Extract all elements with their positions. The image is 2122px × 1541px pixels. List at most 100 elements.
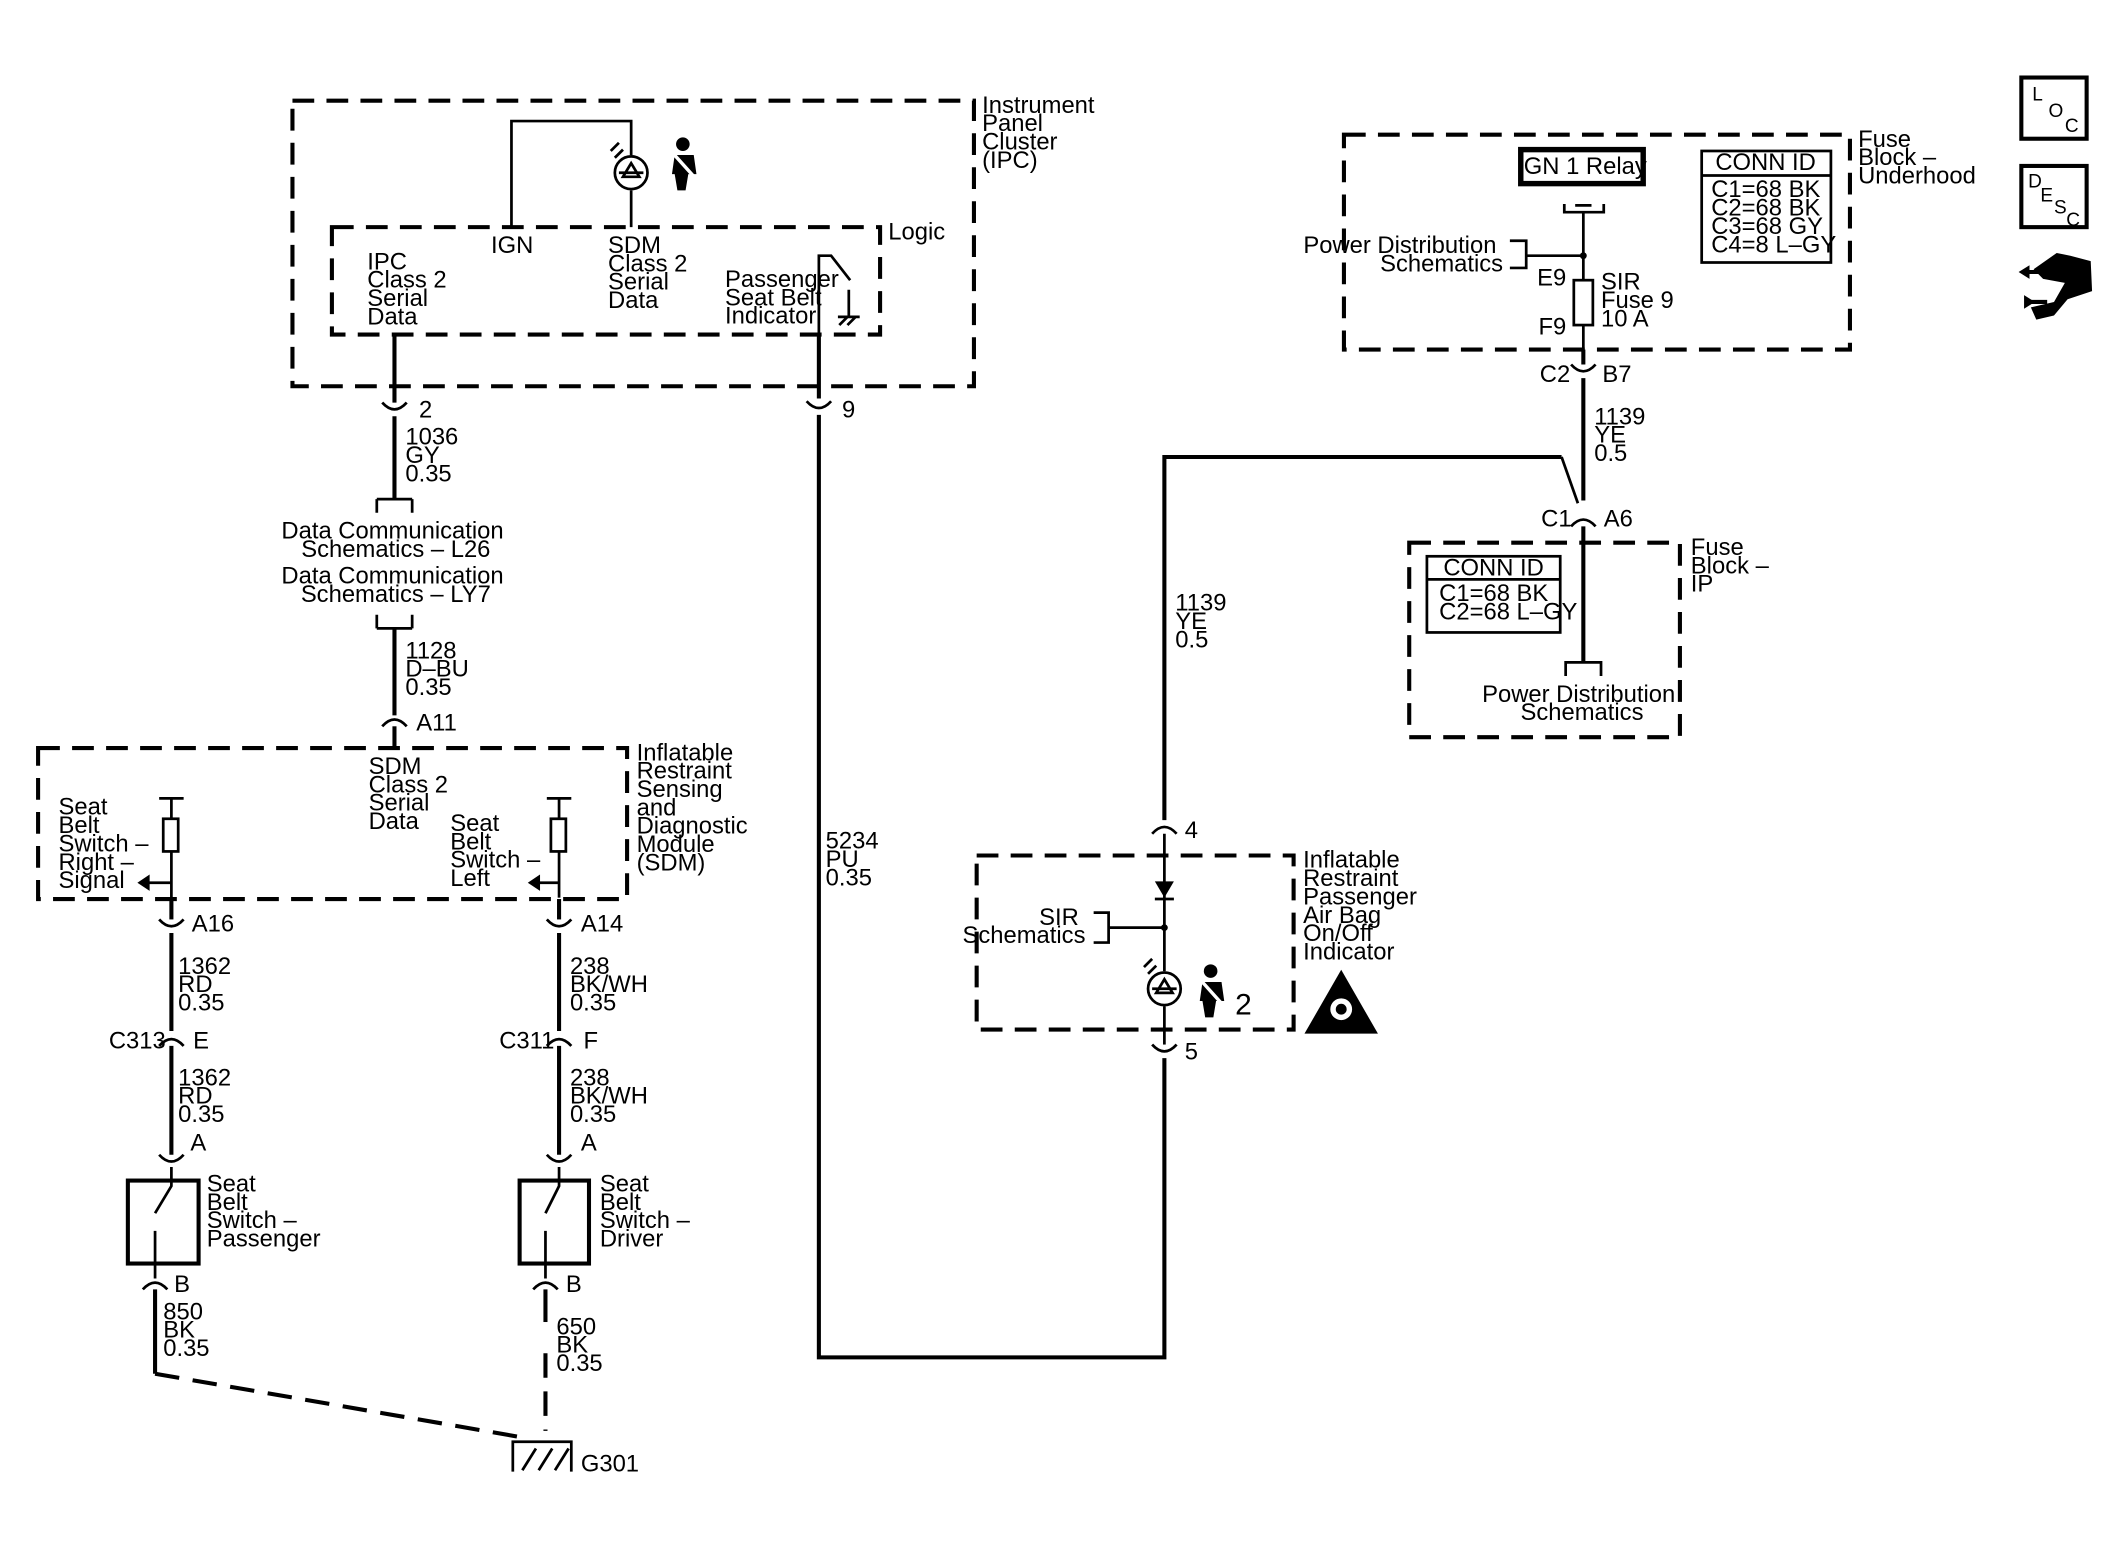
c313-label: C313 (109, 1028, 166, 1055)
pin-5-label: 5 (1185, 1039, 1198, 1066)
pin-a6-label: A6 (1604, 505, 1633, 532)
wire-1139a-label: 1139 YE 0.5 (1594, 403, 1652, 467)
connector-a14 (545, 918, 573, 928)
ipc-module: Instrument Panel Cluster (IPC) Logic IGN… (290, 92, 1101, 389)
pin-c2-label: C2 (1540, 361, 1570, 388)
svg-text:E: E (2040, 185, 2053, 206)
ground-g301-icon (511, 1440, 573, 1472)
fuse-block-underhood: Fuse Block – Underhood IGN 1 Relay CONN … (1303, 126, 1976, 352)
pin-a16-label: A16 (192, 911, 234, 938)
ign1-relay-label: IGN 1 Relay (1517, 153, 1647, 180)
connector-c2-b7 (1570, 363, 1597, 373)
connector-view-icon[interactable] (2018, 252, 2093, 320)
fuse-ip-title: Fuse Block – IP (1691, 534, 1776, 598)
sdm-right-resistor-icon (137, 797, 184, 898)
underhood-power-dist-label: Power Distribution Schematics (1303, 232, 1503, 277)
wire-1036-label: 1036 GY 0.35 (405, 424, 465, 488)
data-comm-l26: Data Communication Schematics – L26 (281, 518, 510, 563)
ip-power-dist-label: Power Distribution Schematics (1482, 681, 1682, 726)
airbag-lamp-icon (1143, 957, 1183, 1007)
connector-a16 (158, 918, 185, 928)
sir-fuse-label: SIR Fuse 9 10 A (1601, 269, 1680, 333)
sdm-title: Inflatable Restraint Sensing and Diagnos… (637, 739, 755, 876)
wire-650-label: 650 BK 0.35 (556, 1313, 602, 1377)
seat-belt-person-icon (671, 137, 700, 191)
pin-a-driver-label: A (581, 1130, 597, 1157)
connector-b-driver (532, 1281, 559, 1291)
pin-b7-label: B7 (1602, 361, 1631, 388)
sdm-module: Inflatable Restraint Sensing and Diagnos… (36, 739, 755, 902)
ipc-ign-label: IGN (491, 232, 533, 259)
sir-schematics-label: SIR Schematics (962, 904, 1085, 949)
pin-b-passenger-label: B (174, 1271, 190, 1298)
connector-a11 (381, 718, 408, 728)
svg-text:O: O (2049, 101, 2064, 122)
pin-e-label: E (193, 1028, 209, 1055)
c311-label: C311 (499, 1028, 554, 1055)
connector-pin-2 (381, 401, 408, 411)
connector-pin-5 (1151, 1043, 1178, 1053)
data-comm-ly7: Data Communication Schematics – LY7 (281, 562, 510, 607)
pin-f-label: F (584, 1028, 599, 1055)
pin-a-passenger-label: A (190, 1130, 206, 1157)
sdm-left-switch-label: Seat Belt Switch – Left (450, 810, 547, 892)
airbag-indicator-title: Inflatable Restraint Passenger Air Bag O… (1303, 847, 1423, 966)
seat-belt-lamp-icon (609, 141, 649, 191)
ipc-title: Instrument Panel Cluster (IPC) (982, 92, 1101, 174)
connector-a-driver (545, 1153, 573, 1163)
loc-icon[interactable]: L O C (2019, 75, 2089, 141)
fuse-underhood-title: Fuse Block – Underhood (1858, 126, 1976, 190)
pin-9-label: 9 (842, 397, 855, 424)
airbag-indicator-module: Inflatable Restraint Passenger Air Bag O… (962, 833, 1423, 1045)
svg-text:Seat Belt Switch –: Seat Belt Switch – Passenger (207, 1170, 321, 1252)
sir-fuse-9-icon (1572, 278, 1595, 327)
wire-1128-label: 1128 D–BU 0.35 (405, 637, 475, 701)
wire-5234-label: 5234 PU 0.35 (826, 828, 886, 892)
ipc-class2-label: IPC Class 2 Serial Data (367, 248, 453, 330)
passenger-indicator-switch-icon (817, 254, 860, 335)
ipc-sdm-class2-label: SDM Class 2 Serial Data (608, 232, 694, 314)
svg-text:C: C (2065, 116, 2079, 137)
connector-c1-a6 (1570, 518, 1597, 528)
sdm-right-switch-label: Seat Belt Switch – Right – Signal (58, 794, 155, 894)
pin-a14-label: A14 (581, 911, 623, 938)
underhood-conn-id-list: C1=68 BK C2=68 BK C3=68 GY C4=8 L–GY (1711, 176, 1836, 258)
connector-a-passenger (158, 1153, 185, 1163)
underhood-conn-id-title: CONN ID (1715, 149, 1815, 176)
pin-e9-label: E9 (1537, 265, 1566, 292)
ip-conn-id-title: CONN ID (1443, 554, 1543, 581)
wire-1139b-label: 1139 YE 0.5 (1175, 590, 1233, 654)
connector-c313 (158, 1037, 185, 1047)
fuse-block-ip: Fuse Block – IP CONN ID C1=68 BK C2=68 L… (1407, 526, 1776, 740)
wire-850-label: 850 BK 0.35 (163, 1298, 209, 1362)
ipc-logic-label: Logic (888, 218, 945, 245)
wire-1362a-label: 1362 RD 0.35 (178, 953, 238, 1017)
connector-c311 (545, 1037, 573, 1047)
seat-belt-switch-driver: Seat Belt Switch – Driver (517, 1166, 697, 1279)
svg-text:C: C (2066, 210, 2080, 231)
wire-238b-label: 238 BK/WH 0.35 (570, 1064, 655, 1128)
ground-g301-label: G301 (581, 1451, 639, 1478)
pin-4-label: 4 (1185, 817, 1198, 844)
seat-belt-switch-passenger: Seat Belt Switch – Passenger (125, 1166, 321, 1279)
pin-b-driver-label: B (566, 1271, 582, 1298)
svg-text:Seat Belt Switch –: Seat Belt Switch – Driver (600, 1170, 697, 1252)
wire-1362b-label: 1362 RD 0.35 (178, 1064, 238, 1128)
ipc-passenger-seat-belt-label: Passenger Seat Belt Indicator (725, 266, 845, 330)
wire-238a-label: 238 BK/WH 0.35 (570, 953, 655, 1017)
airbag-indicator-number: 2 (1235, 989, 1252, 1022)
pin-c1-label: C1 (1541, 505, 1571, 532)
sdm-class2-label: SDM Class 2 Serial Data (369, 753, 455, 835)
connector-b-passenger (141, 1281, 169, 1291)
seat-belt-person-icon (1199, 964, 1227, 1018)
pin-2-label: 2 (419, 397, 432, 424)
svg-text:L: L (2032, 85, 2043, 106)
connector-pin-4 (1151, 825, 1178, 835)
connector-pin-9 (805, 400, 833, 410)
desc-icon[interactable]: D E S C (2019, 163, 2089, 231)
pin-a11-label: A11 (416, 709, 457, 736)
ip-conn-id-list: C1=68 BK C2=68 L–GY (1439, 580, 1577, 625)
airbag-warning-icon (1304, 969, 1378, 1034)
pin-f9-label: F9 (1538, 314, 1566, 341)
